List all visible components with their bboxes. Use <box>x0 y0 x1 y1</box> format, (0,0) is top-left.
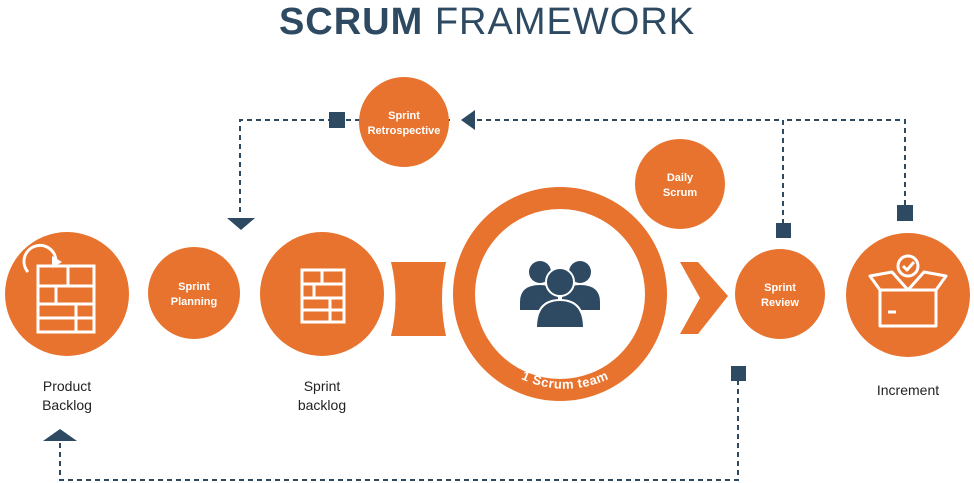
arrow-down-icon <box>227 218 255 230</box>
refresh-icon <box>22 243 62 273</box>
sprint-review-node: Sprint Review <box>735 249 825 339</box>
increment-node <box>846 233 970 357</box>
increment-to-retro-line <box>783 119 906 205</box>
connector-lines <box>59 119 906 481</box>
review-to-backlog-line <box>59 380 739 481</box>
sprint-backlog-line2: backlog <box>297 397 347 413</box>
arrow-left-icon <box>461 110 475 130</box>
marker-square <box>897 205 913 221</box>
sprint-review-line1: Sprint <box>764 282 796 294</box>
scrum-team-node: 1 Scrum team <box>453 187 667 401</box>
daily-scrum-line2: Scrum <box>663 187 697 199</box>
sprint-connector-block <box>391 262 446 336</box>
marker-square <box>776 223 791 238</box>
arrow-right-icon <box>680 262 728 334</box>
product-backlog-node <box>5 232 129 356</box>
title-light: FRAMEWORK <box>434 1 696 43</box>
product-backlog-line2: Backlog <box>42 397 92 413</box>
marker-square <box>329 112 345 128</box>
product-backlog-line1: Product <box>42 378 92 394</box>
retro-feedback-line <box>239 119 450 216</box>
marker-square <box>731 366 746 381</box>
sprint-retro-line2: Retrospective <box>368 125 441 137</box>
backlog-grid-icon <box>36 264 96 334</box>
connector-markers <box>43 110 913 441</box>
team-icon <box>520 261 600 329</box>
daily-scrum-node: Daily Scrum <box>635 139 725 229</box>
sprint-retro-line1: Sprint <box>388 110 420 122</box>
arrow-up-icon <box>43 429 77 441</box>
sprint-retrospective-node: Sprint Retrospective <box>359 77 449 167</box>
sprint-review-line2: Review <box>761 297 799 309</box>
review-to-retro-line <box>475 119 784 224</box>
sprint-planning-node: Sprint Planning <box>148 247 240 339</box>
open-box-check-icon <box>868 254 948 328</box>
sprint-backlog-label: Sprint backlog <box>272 377 372 415</box>
title-bold: SCRUM <box>278 1 424 43</box>
sprint-planning-line2: Planning <box>171 296 217 308</box>
increment-label: Increment <box>876 382 940 398</box>
daily-scrum-line1: Daily <box>667 172 694 184</box>
page-title: SCRUM FRAMEWORK <box>0 0 974 48</box>
sprint-backlog-node <box>260 232 384 356</box>
sprint-planning-line1: Sprint <box>178 281 210 293</box>
sprint-backlog-line1: Sprint <box>303 378 341 394</box>
product-backlog-label: Product Backlog <box>17 377 117 415</box>
sprint-backlog-icon <box>300 268 346 324</box>
